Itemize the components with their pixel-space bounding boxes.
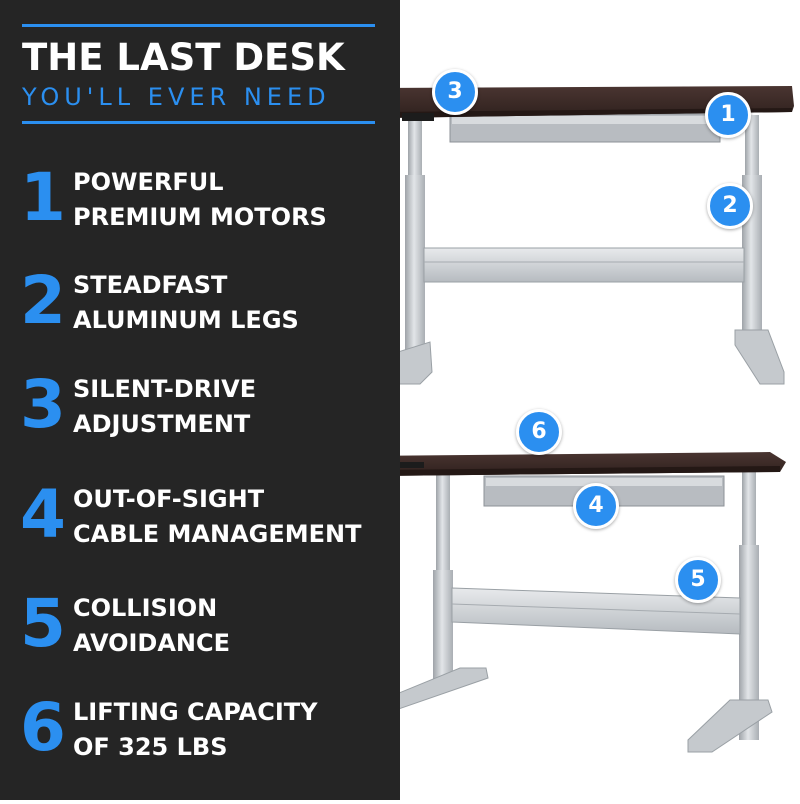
feature-line-2: OF 325 LBS bbox=[73, 733, 228, 761]
desk-photos: 3 1 2 6 4 5 bbox=[368, 0, 800, 800]
feature-line-1: POWERFUL bbox=[73, 168, 224, 196]
callout-badge-6: 6 bbox=[516, 409, 562, 455]
callout-badge-3: 3 bbox=[432, 69, 478, 115]
callout-badge-1: 1 bbox=[705, 92, 751, 138]
callout-badge-4: 4 bbox=[573, 483, 619, 529]
feature-number: 4 bbox=[20, 476, 66, 553]
feature-line-2: PREMIUM MOTORS bbox=[73, 203, 327, 231]
feature-item-4: 4 OUT-OF-SIGHT CABLE MANAGEMENT bbox=[18, 476, 398, 574]
feature-item-6: 6 LIFTING CAPACITY OF 325 LBS bbox=[18, 689, 398, 787]
feature-line-1: STEADFAST bbox=[73, 271, 228, 299]
feature-line-2: AVOIDANCE bbox=[73, 629, 231, 657]
feature-line-1: SILENT-DRIVE bbox=[73, 375, 257, 403]
feature-item-2: 2 STEADFAST ALUMINUM LEGS bbox=[18, 262, 398, 360]
top-rule bbox=[22, 24, 375, 27]
feature-number: 1 bbox=[20, 159, 66, 236]
feature-number: 2 bbox=[20, 262, 66, 339]
feature-item-5: 5 COLLISION AVOIDANCE bbox=[18, 585, 398, 683]
feature-line-2: ADJUSTMENT bbox=[73, 410, 251, 438]
page-title: THE LAST DESK bbox=[22, 36, 345, 79]
info-panel: THE LAST DESK YOU'LL EVER NEED 1 POWERFU… bbox=[0, 0, 400, 800]
feature-item-3: 3 SILENT-DRIVE ADJUSTMENT bbox=[18, 366, 398, 464]
callout-badge-2: 2 bbox=[707, 183, 753, 229]
feature-item-1: 1 POWERFUL PREMIUM MOTORS bbox=[18, 159, 398, 257]
page-subtitle: YOU'LL EVER NEED bbox=[22, 83, 331, 111]
feature-line-1: COLLISION bbox=[73, 594, 218, 622]
feature-number: 3 bbox=[20, 366, 66, 443]
feature-number: 6 bbox=[20, 689, 66, 766]
bottom-rule bbox=[22, 121, 375, 124]
feature-line-2: ALUMINUM LEGS bbox=[73, 306, 299, 334]
feature-line-1: LIFTING CAPACITY bbox=[73, 698, 318, 726]
top-desk bbox=[384, 86, 794, 385]
feature-line-2: CABLE MANAGEMENT bbox=[73, 520, 362, 548]
feature-number: 5 bbox=[20, 585, 66, 662]
callout-badge-5: 5 bbox=[675, 557, 721, 603]
feature-line-1: OUT-OF-SIGHT bbox=[73, 485, 265, 513]
